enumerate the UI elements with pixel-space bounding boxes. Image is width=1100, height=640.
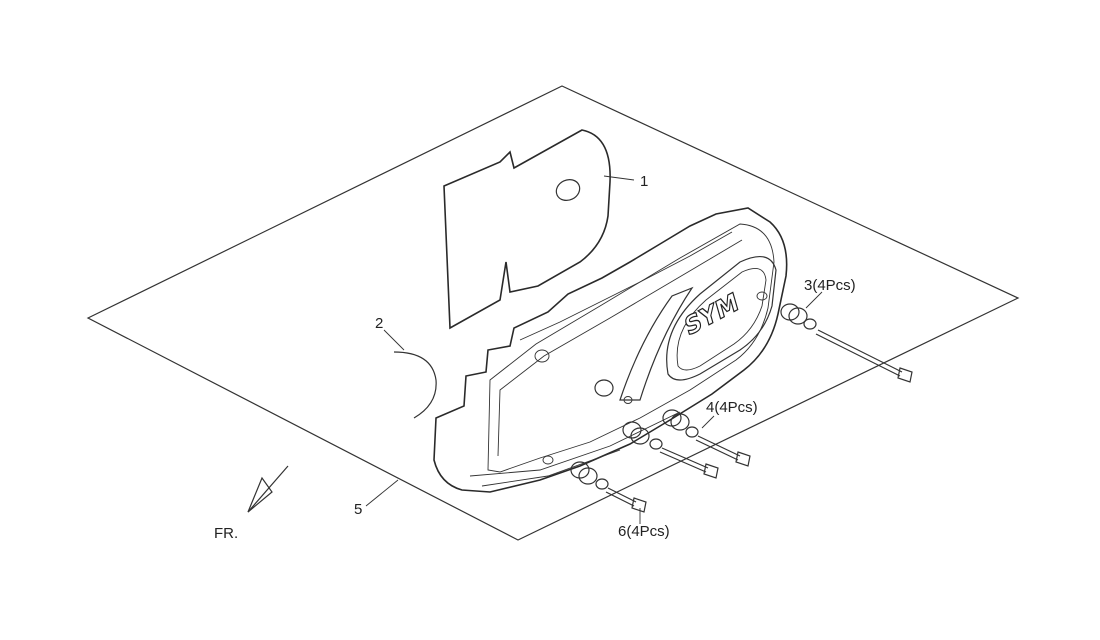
front-direction-arrow	[247, 465, 289, 513]
callout-3: 3(4Pcs)	[804, 277, 856, 294]
hardware-set-4b	[622, 421, 719, 479]
reference-plane	[86, 85, 1020, 541]
callout-1: 1	[640, 173, 648, 190]
hardware-set-3	[780, 303, 913, 383]
part-1-pad	[443, 129, 611, 330]
hardware-set-4	[662, 409, 751, 467]
part-5-cover	[433, 207, 788, 493]
part-2-clip	[393, 351, 437, 419]
callout-6: 6(4Pcs)	[618, 523, 670, 540]
callout-4: 4(4Pcs)	[706, 399, 758, 416]
direction-label: FR.	[214, 525, 238, 542]
callout-2: 2	[375, 315, 383, 332]
hardware-set-6	[570, 461, 647, 513]
callout-5: 5	[354, 501, 362, 518]
leader-lines	[365, 175, 823, 524]
